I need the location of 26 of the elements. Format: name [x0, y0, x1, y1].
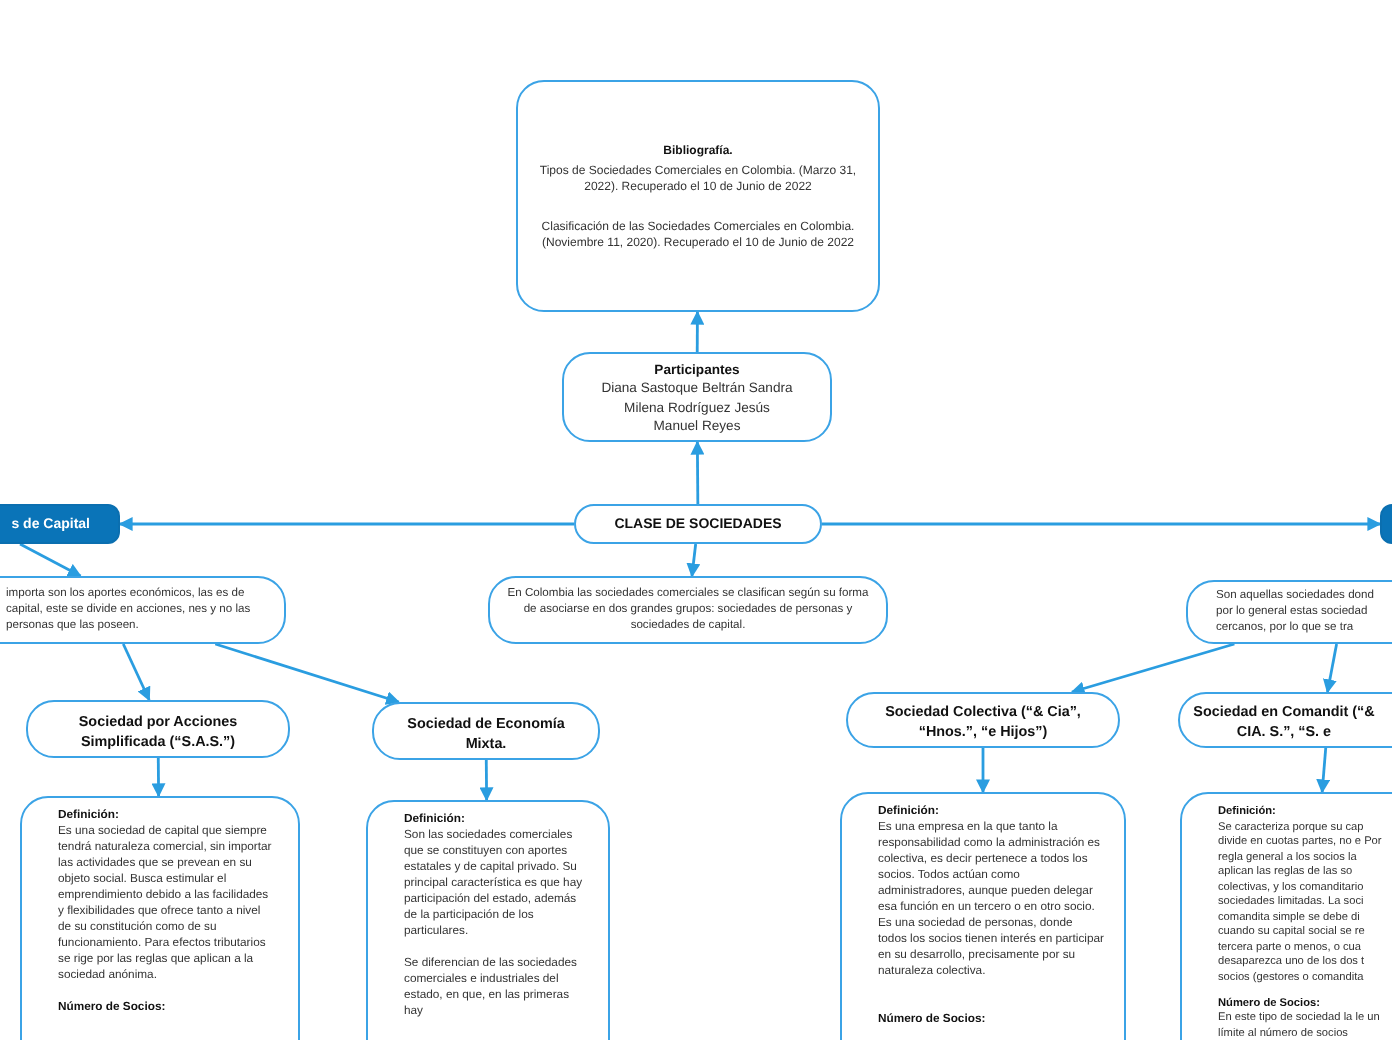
rounded-box	[0, 576, 286, 644]
rounded-box	[516, 80, 880, 312]
definition-card	[366, 800, 610, 1040]
arrow	[122, 643, 151, 702]
rounded-box	[574, 504, 822, 544]
arrow	[1070, 642, 1235, 696]
arrow	[1322, 643, 1338, 694]
arrow	[151, 758, 166, 798]
arrow	[1316, 747, 1331, 794]
rounded-box	[372, 702, 600, 760]
arrow	[690, 310, 705, 352]
arrow	[479, 760, 494, 802]
definition-card	[840, 792, 1126, 1040]
arrow	[214, 642, 401, 705]
rounded-box	[562, 352, 832, 442]
arrow	[822, 517, 1382, 531]
rounded-box	[846, 692, 1120, 748]
arrow	[686, 543, 701, 578]
arrow	[690, 440, 705, 504]
rounded-box	[1178, 692, 1392, 748]
arrow	[976, 748, 990, 794]
rounded-box	[26, 700, 290, 758]
rounded-box	[488, 576, 888, 644]
arrow	[19, 542, 82, 578]
arrow	[118, 517, 574, 531]
definition-card	[20, 796, 300, 1040]
